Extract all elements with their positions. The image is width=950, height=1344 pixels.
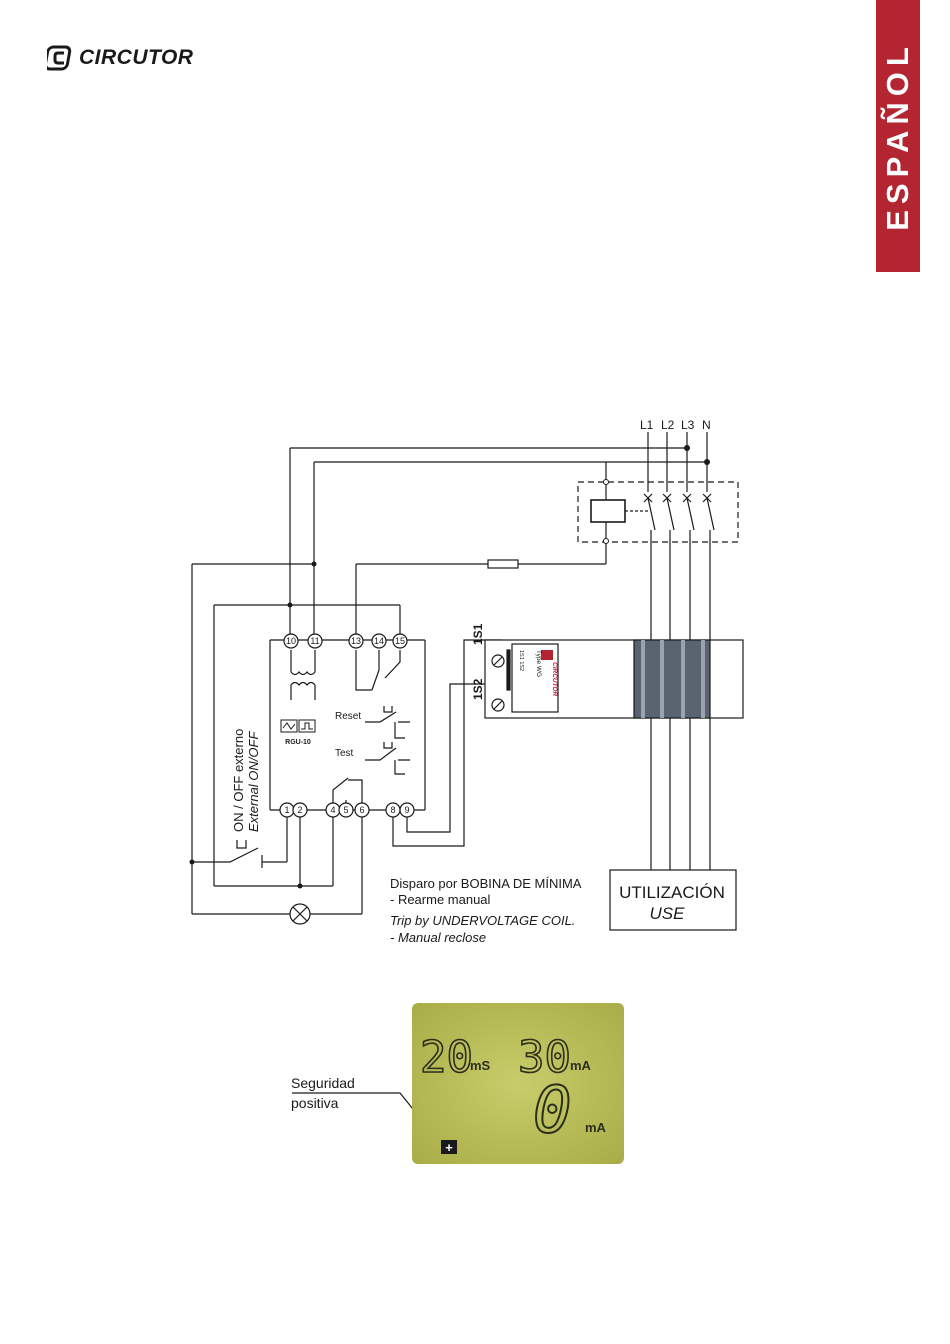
- positive-safety-symbol: +: [445, 1140, 453, 1155]
- terminal-10: 10: [286, 636, 296, 646]
- terminal-2: 2: [297, 805, 302, 815]
- onoff-external-en: External ON/OFF: [246, 731, 261, 832]
- terminal-1: 1: [284, 805, 289, 815]
- label-l3: L3: [681, 418, 695, 432]
- lcd-display: [412, 1003, 624, 1164]
- terminal-4: 4: [330, 805, 335, 815]
- coil-1s1-label: 1S1: [471, 623, 485, 645]
- terminal-6: 6: [359, 805, 364, 815]
- onoff-external-es: ON / OFF externo: [231, 729, 246, 832]
- lcd-measured-value: 0: [533, 1074, 572, 1148]
- test-label: Test: [335, 748, 354, 759]
- lcd-time-unit: mS: [470, 1058, 491, 1073]
- note-en-line2: - Manual reclose: [390, 930, 486, 945]
- device-name: RGU-10: [285, 739, 311, 746]
- terminal-9: 9: [404, 805, 409, 815]
- reset-label: Reset: [335, 711, 361, 722]
- terminal-5: 5: [343, 805, 348, 815]
- terminal-11: 11: [310, 636, 319, 646]
- terminal-8: 8: [390, 805, 395, 815]
- lcd-measured-unit: mA: [585, 1120, 607, 1135]
- label-n: N: [702, 418, 711, 432]
- callout-label-line2: positiva: [291, 1095, 339, 1111]
- transformer-code: 1S1 1S2: [518, 650, 524, 671]
- coil-1s2-label: 1S2: [471, 678, 485, 700]
- lcd-time-value: 20: [420, 1032, 473, 1083]
- transformer-brand: CIRCUTOR: [551, 662, 558, 696]
- lcd-current-setting-unit: mA: [570, 1058, 592, 1073]
- note-es-line1: Disparo por BOBINA DE MÍNIMA: [390, 876, 582, 891]
- note-es-line2: - Rearme manual: [390, 892, 491, 907]
- label-l2: L2: [661, 418, 675, 432]
- note-en-line1: Trip by UNDERVOLTAGE COIL.: [390, 913, 575, 928]
- load-label-en: USE: [650, 904, 686, 923]
- label-l1: L1: [640, 418, 654, 432]
- load-label-es: UTILIZACIÓN: [619, 883, 725, 902]
- terminal-15: 15: [395, 636, 405, 646]
- transformer-type: Type WG: [535, 650, 542, 677]
- terminal-14: 14: [374, 636, 384, 646]
- terminal-13: 13: [351, 636, 361, 646]
- callout-label-line1: Seguridad: [291, 1075, 355, 1091]
